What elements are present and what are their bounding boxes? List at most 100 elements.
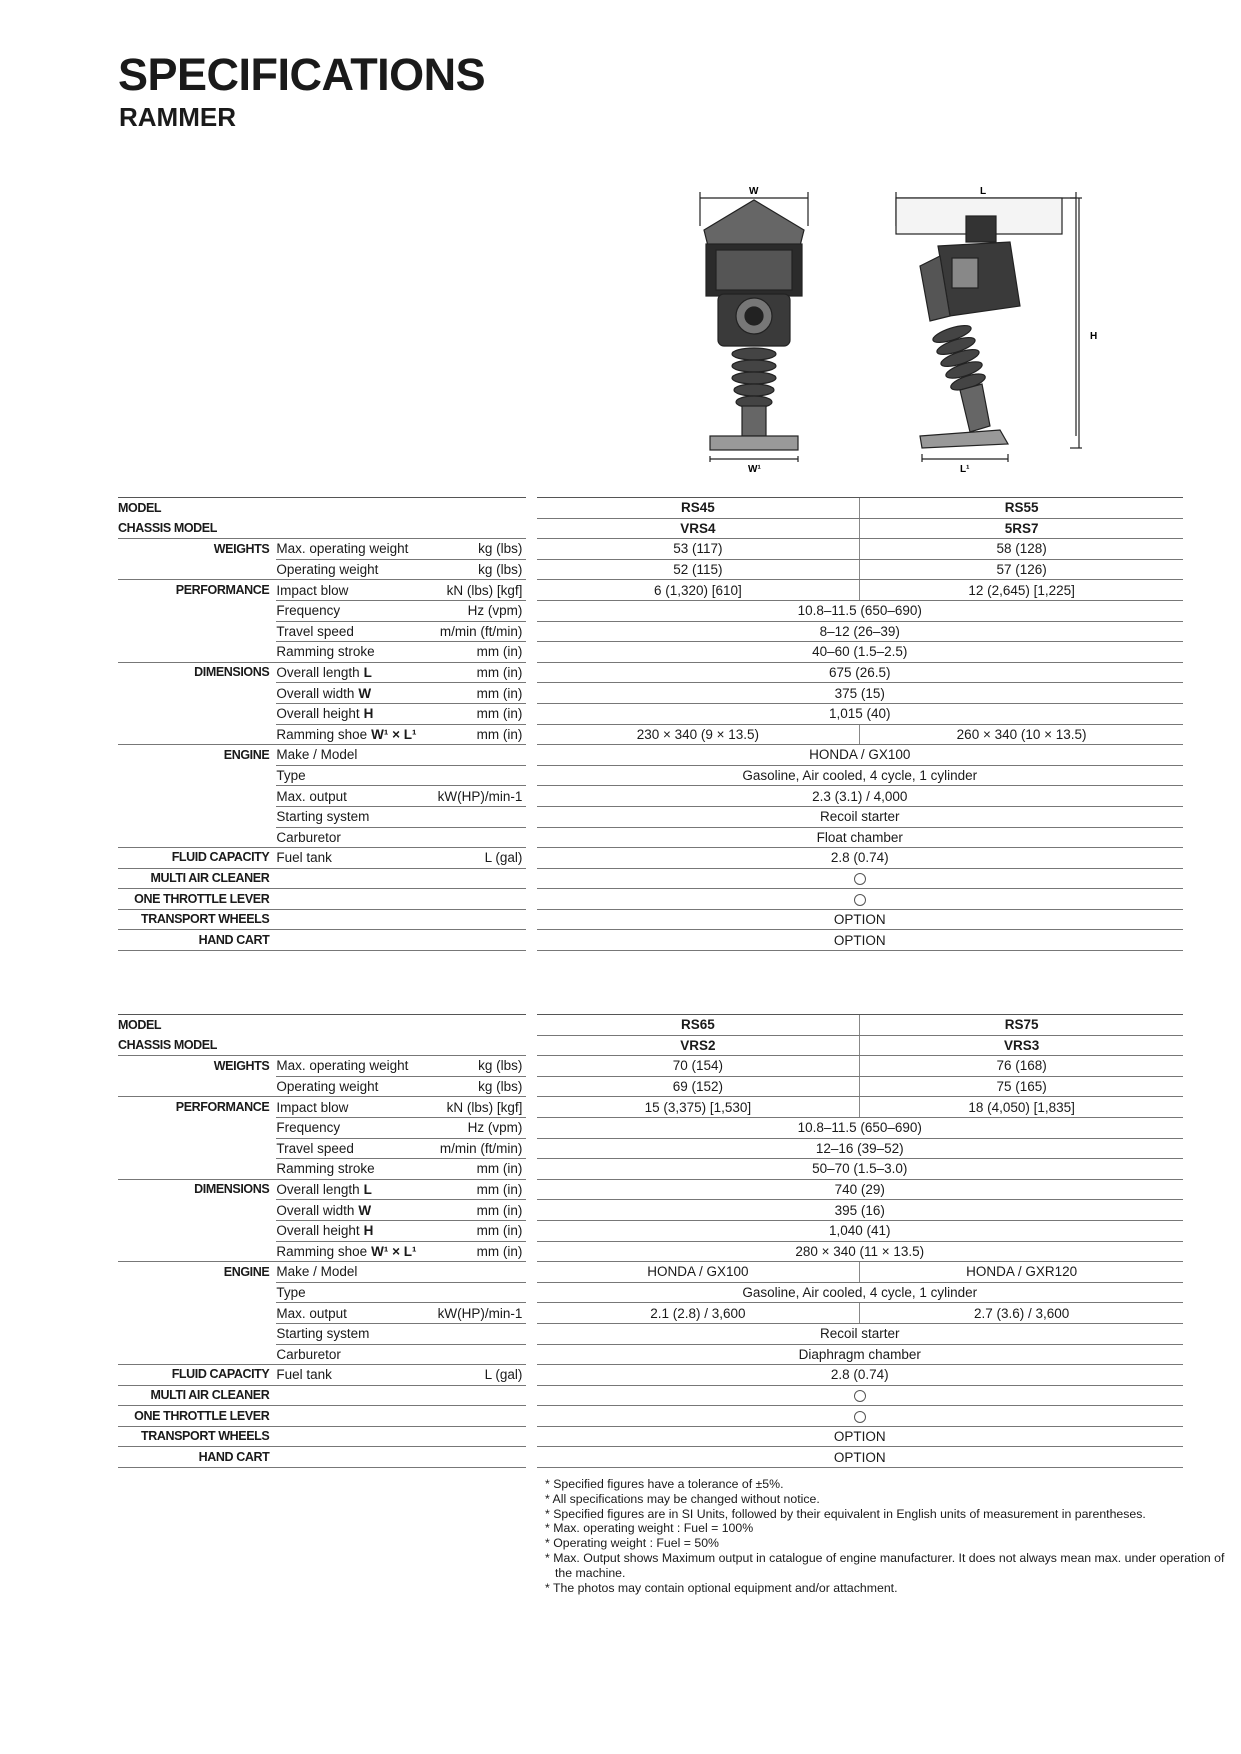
- item-label: [276, 1426, 426, 1448]
- table-cell: [526, 683, 536, 704]
- item-label: Travel speed: [276, 621, 426, 643]
- item-label: Impact blow: [276, 1096, 426, 1118]
- item-label: Impact blow: [276, 579, 426, 601]
- item-symbol: H: [363, 1223, 374, 1239]
- table-row: MULTI AIR CLEANER: [118, 868, 1183, 890]
- table-cell: [425, 1014, 527, 1036]
- table-cell: [526, 1262, 536, 1283]
- spec-value: 15 (3,375) [1,530]: [536, 1096, 860, 1118]
- table-cell: [526, 1097, 536, 1118]
- table-cell: [526, 1241, 536, 1262]
- spec-value: 395 (16): [536, 1199, 1183, 1221]
- table-cell: [526, 1076, 536, 1097]
- table-cell: [276, 1014, 426, 1036]
- chassis-name: 5RS7: [859, 518, 1183, 540]
- item-label-text: Overall height: [276, 706, 360, 722]
- unit-label: [425, 1261, 527, 1283]
- table-cell: [526, 1282, 536, 1303]
- group-label: [118, 1220, 276, 1241]
- group-label: [118, 1200, 276, 1221]
- unit-label: mm (in): [425, 1158, 527, 1180]
- unit-label: kN (lbs) [kgf]: [425, 1096, 527, 1118]
- item-label-text: Type: [276, 768, 306, 784]
- group-label-multi-air-cleaner: MULTI AIR CLEANER: [118, 868, 277, 890]
- item-label: Carburetor: [276, 1344, 426, 1366]
- row-label-chassis-model: CHASSIS MODEL: [118, 1035, 277, 1057]
- equipped-circle-icon: [853, 894, 866, 907]
- item-label: Max. operating weight: [276, 1055, 426, 1077]
- unit-label: kW(HP)/min-1: [425, 1302, 527, 1324]
- spec-value: 76 (168): [859, 1055, 1183, 1077]
- table-cell: [526, 724, 536, 745]
- table-cell: [526, 786, 536, 807]
- group-label: [118, 786, 276, 807]
- spec-value: 2.8 (0.74): [536, 1364, 1183, 1386]
- spec-value: Recoil starter: [536, 806, 1183, 828]
- spec-value: [536, 888, 1183, 910]
- spec-value: 230 × 340 (9 × 13.5): [536, 724, 860, 746]
- rammer-front-view-illustration: [699, 192, 809, 462]
- table-cell: [526, 1426, 536, 1447]
- unit-label: [425, 929, 527, 952]
- item-label: Ramming stroke: [276, 1158, 426, 1180]
- table-cell: [526, 1159, 536, 1180]
- unit-label: kg (lbs): [425, 538, 527, 560]
- group-label: [118, 559, 277, 581]
- item-label: Frequency: [276, 1117, 426, 1139]
- table-cell: [526, 1344, 536, 1365]
- item-label: Fuel tank: [276, 1364, 426, 1386]
- item-label: Make / Model: [276, 744, 426, 766]
- spec-value: 69 (152): [536, 1076, 860, 1098]
- spec-value: HONDA / GX100: [536, 1261, 860, 1283]
- item-label-text: Operating weight: [276, 562, 379, 578]
- footnote: * Specified figures are in SI Units, fol…: [545, 1506, 1146, 1521]
- item-label-text: Carburetor: [276, 829, 341, 845]
- table-cell: [526, 1117, 536, 1138]
- spec-value: Recoil starter: [536, 1323, 1183, 1345]
- group-label: [118, 1323, 276, 1344]
- group-label-hand-cart: HAND CART: [118, 929, 277, 952]
- table-cell: [526, 1179, 536, 1200]
- item-label-text: Overall length: [276, 665, 360, 681]
- spec-value: 675 (26.5): [536, 662, 1183, 684]
- dim-label-w: W: [749, 186, 759, 197]
- unit-label: m/min (ft/min): [425, 1138, 527, 1160]
- footnote: * The photos may contain optional equipm…: [545, 1580, 898, 1595]
- item-label: Max. output: [276, 785, 426, 807]
- table-cell: [276, 1035, 426, 1057]
- spec-value: 8–12 (26–39): [536, 621, 1183, 643]
- group-label-weights: WEIGHTS: [213, 1058, 270, 1073]
- spec-value: 18 (4,050) [1,835]: [859, 1096, 1183, 1118]
- unit-label: m/min (ft/min): [425, 621, 527, 643]
- table-cell: [526, 518, 536, 539]
- unit-label: mm (in): [425, 1220, 527, 1242]
- unit-label: mm (in): [425, 682, 527, 704]
- table-cell: [526, 1200, 536, 1221]
- group-label-fluid-capacity: FLUID CAPACITY: [118, 1364, 277, 1386]
- table-cell: [526, 1035, 536, 1056]
- item-label-text: Frequency: [276, 1120, 341, 1136]
- spec-value: 375 (15): [536, 682, 1183, 704]
- table-cell: [526, 1138, 536, 1159]
- item-label: Fuel tank: [276, 847, 426, 869]
- group-label-engine: ENGINE: [223, 1264, 270, 1279]
- table-cell: [526, 1303, 536, 1324]
- unit-label: mm (in): [425, 1241, 527, 1263]
- equipped-circle-icon: [853, 1390, 866, 1403]
- table-cell: [526, 930, 536, 951]
- footnote: * All specifications may be changed with…: [545, 1491, 820, 1506]
